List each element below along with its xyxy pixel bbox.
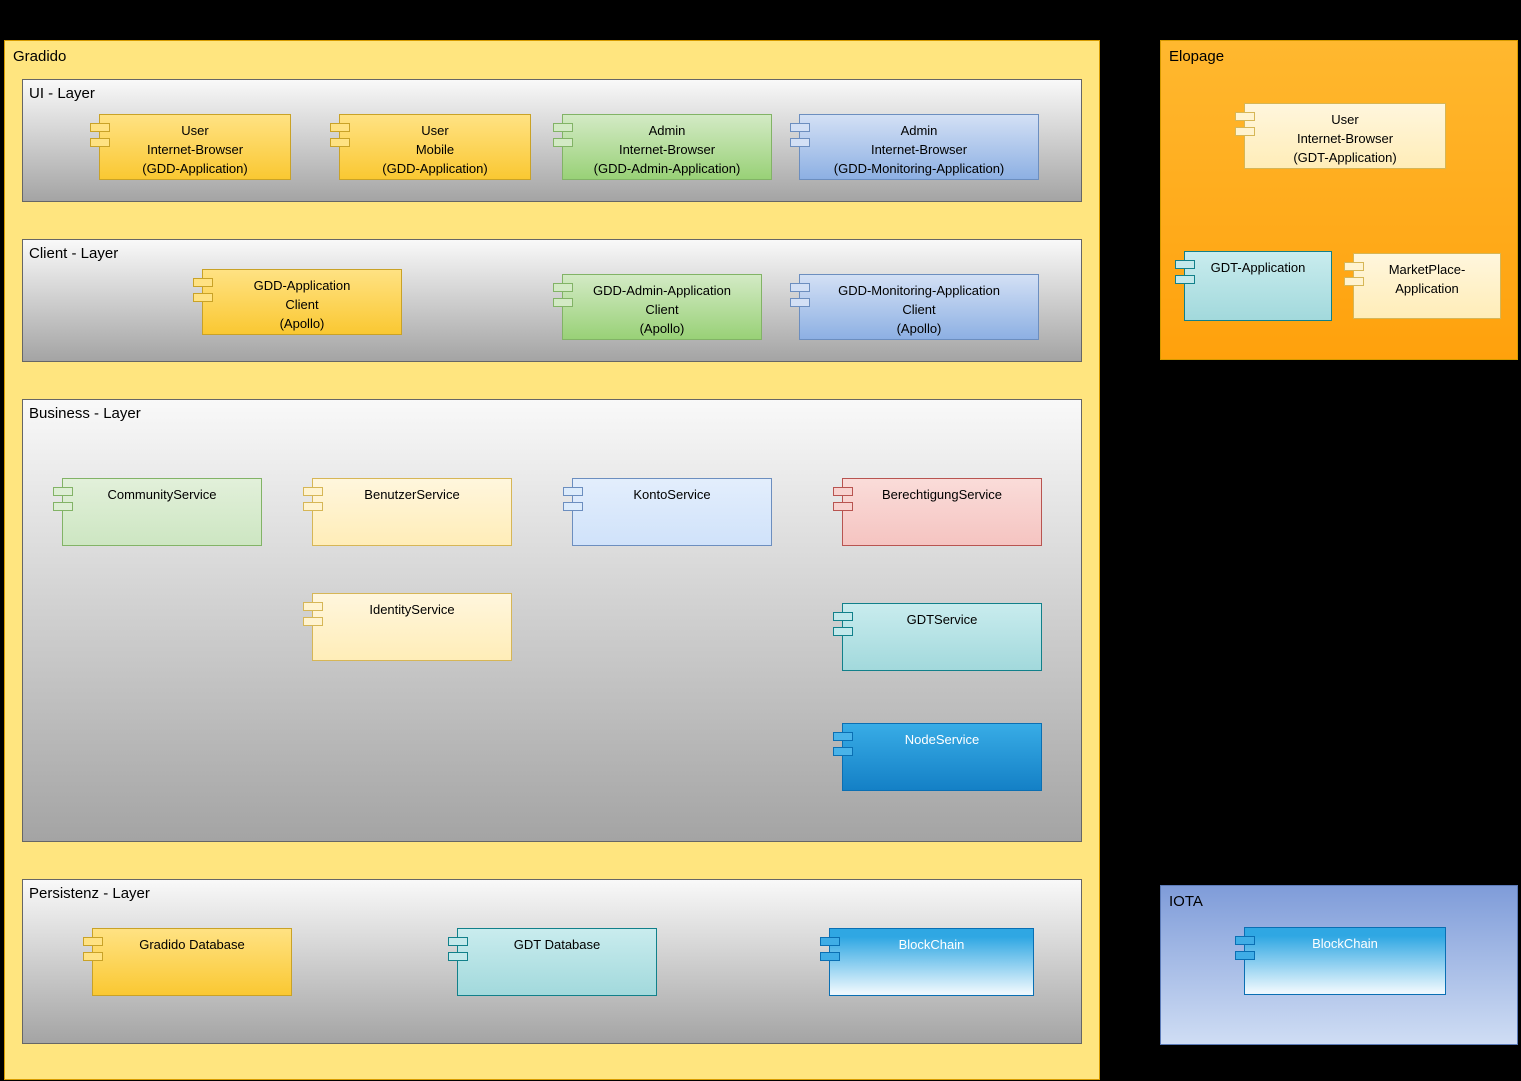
component-label: BlockChain xyxy=(1312,936,1378,951)
component-label: BenutzerService xyxy=(364,487,460,502)
component-marketplace-application[interactable]: MarketPlace- Application xyxy=(1344,253,1501,319)
component-tab-icon xyxy=(303,602,323,611)
layer-ui: UI - Layer User Internet-Browser (GDD-Ap… xyxy=(22,79,1082,202)
component-gdtservice[interactable]: GDTService xyxy=(833,603,1042,671)
container-elopage: Elopage User Internet-Browser (GDT-Appli… xyxy=(1160,40,1518,360)
component-label: GDD-Admin-Application Client (Apollo) xyxy=(593,283,731,336)
component-tab-icon xyxy=(833,502,853,511)
component-tab-icon xyxy=(553,298,573,307)
component-tab-icon xyxy=(833,627,853,636)
component-blockchain[interactable]: BlockChain xyxy=(820,928,1034,996)
layer-business-title: Business - Layer xyxy=(29,405,141,422)
component-tab-icon xyxy=(1344,262,1364,271)
component-user-mobile-gdd[interactable]: User Mobile (GDD-Application) xyxy=(330,114,531,180)
component-tab-icon xyxy=(820,937,840,946)
component-gdt-database[interactable]: GDT Database xyxy=(448,928,657,996)
component-tab-icon xyxy=(833,747,853,756)
component-tab-icon xyxy=(303,502,323,511)
component-tab-icon xyxy=(303,617,323,626)
layer-persistenz-title: Persistenz - Layer xyxy=(29,885,150,902)
component-tab-icon xyxy=(1175,275,1195,284)
component-label: BerechtigungService xyxy=(882,487,1002,502)
component-tab-icon xyxy=(330,123,350,132)
container-iota: IOTA BlockChain xyxy=(1160,885,1518,1045)
component-gdd-application-client[interactable]: GDD-Application Client (Apollo) xyxy=(193,269,402,335)
component-tab-icon xyxy=(53,487,73,496)
component-gdd-admin-application-client[interactable]: GDD-Admin-Application Client (Apollo) xyxy=(553,274,762,340)
component-label: GDTService xyxy=(906,612,978,627)
component-label: MarketPlace- Application xyxy=(1388,262,1466,296)
component-tab-icon xyxy=(193,293,213,302)
component-user-internet-browser-gdd[interactable]: User Internet-Browser (GDD-Application) xyxy=(90,114,291,180)
component-tab-icon xyxy=(790,138,810,147)
component-tab-icon xyxy=(1235,112,1255,121)
component-label: GDD-Monitoring-Application Client (Apoll… xyxy=(838,283,1000,336)
component-label: Gradido Database xyxy=(139,937,245,952)
component-tab-icon xyxy=(790,283,810,292)
component-admin-internet-browser-gdd-monitoring[interactable]: Admin Internet-Browser (GDD-Monitoring-A… xyxy=(790,114,1039,180)
component-label: User Internet-Browser (GDD-Application) xyxy=(142,123,248,176)
component-tab-icon xyxy=(833,487,853,496)
component-tab-icon xyxy=(303,487,323,496)
component-tab-icon xyxy=(83,952,103,961)
layer-ui-title: UI - Layer xyxy=(29,85,95,102)
component-tab-icon xyxy=(790,298,810,307)
component-tab-icon xyxy=(553,283,573,292)
component-admin-internet-browser-gdd-admin[interactable]: Admin Internet-Browser (GDD-Admin-Applic… xyxy=(553,114,772,180)
component-berechtigungservice[interactable]: BerechtigungService xyxy=(833,478,1042,546)
layer-client-title: Client - Layer xyxy=(29,245,119,262)
component-tab-icon xyxy=(563,487,583,496)
component-tab-icon xyxy=(820,952,840,961)
component-tab-icon xyxy=(448,952,468,961)
component-gdd-monitoring-application-client[interactable]: GDD-Monitoring-Application Client (Apoll… xyxy=(790,274,1039,340)
component-iota-blockchain[interactable]: BlockChain xyxy=(1235,927,1446,995)
container-gradido-title: Gradido xyxy=(13,48,67,65)
layer-business: Business - Layer CommunityService Benutz… xyxy=(22,399,1082,842)
component-tab-icon xyxy=(1235,127,1255,136)
component-tab-icon xyxy=(1344,277,1364,286)
component-user-internet-browser-gdt[interactable]: User Internet-Browser (GDT-Application) xyxy=(1235,103,1446,169)
component-tab-icon xyxy=(1235,951,1255,960)
container-gradido: Gradido UI - Layer User Internet-Browser… xyxy=(4,40,1100,1080)
component-label: CommunityService xyxy=(107,487,217,502)
component-gradido-database[interactable]: Gradido Database xyxy=(83,928,292,996)
component-communityservice[interactable]: CommunityService xyxy=(53,478,262,546)
component-tab-icon xyxy=(833,612,853,621)
component-kontoservice[interactable]: KontoService xyxy=(563,478,772,546)
layer-persistenz: Persistenz - Layer Gradido Database GDT … xyxy=(22,879,1082,1044)
component-tab-icon xyxy=(90,123,110,132)
component-label: GDT-Application xyxy=(1210,260,1306,275)
component-tab-icon xyxy=(553,123,573,132)
component-tab-icon xyxy=(193,278,213,287)
component-label: User Mobile (GDD-Application) xyxy=(382,123,488,176)
component-tab-icon xyxy=(448,937,468,946)
component-label: NodeService xyxy=(904,732,980,747)
component-label: Admin Internet-Browser (GDD-Admin-Applic… xyxy=(593,123,741,176)
container-elopage-title: Elopage xyxy=(1169,48,1225,65)
layer-client: Client - Layer GDD-Application Client (A… xyxy=(22,239,1082,362)
component-benutzerservice[interactable]: BenutzerService xyxy=(303,478,512,546)
component-tab-icon xyxy=(1235,936,1255,945)
component-label: KontoService xyxy=(633,487,711,502)
component-label: BlockChain xyxy=(898,937,965,952)
component-label: User Internet-Browser (GDT-Application) xyxy=(1293,112,1397,165)
component-label: IdentityService xyxy=(369,602,455,617)
component-tab-icon xyxy=(1175,260,1195,269)
component-tab-icon xyxy=(83,937,103,946)
component-tab-icon xyxy=(90,138,110,147)
component-tab-icon xyxy=(563,502,583,511)
component-tab-icon xyxy=(553,138,573,147)
container-iota-title: IOTA xyxy=(1169,893,1203,910)
component-gdt-application[interactable]: GDT-Application xyxy=(1175,251,1332,321)
component-identityservice[interactable]: IdentityService xyxy=(303,593,512,661)
component-tab-icon xyxy=(330,138,350,147)
component-tab-icon xyxy=(790,123,810,132)
component-tab-icon xyxy=(53,502,73,511)
component-tab-icon xyxy=(833,732,853,741)
component-label: GDD-Application Client (Apollo) xyxy=(253,278,351,331)
component-label: Admin Internet-Browser (GDD-Monitoring-A… xyxy=(833,123,1005,176)
component-label: GDT Database xyxy=(513,937,601,952)
component-nodeservice[interactable]: NodeService xyxy=(833,723,1042,791)
